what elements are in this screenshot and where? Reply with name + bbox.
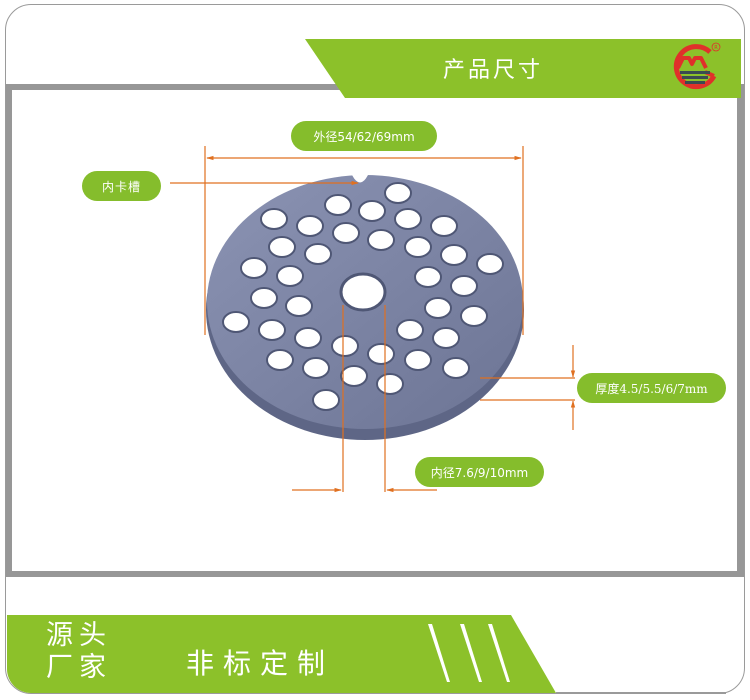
svg-text:R: R (714, 45, 718, 51)
outer-diameter-label: 外径54/62/69mm (291, 121, 437, 151)
thickness-label: 厚度4.5/5.5/6/7mm (577, 373, 726, 403)
inner-slot-label: 内卡槽 (82, 171, 161, 201)
brand-logo-icon: R (673, 42, 721, 90)
footer-brand: 源头 厂家 (46, 620, 112, 684)
footer-tagline: 非标定制 (186, 647, 335, 680)
slash-icon (428, 624, 510, 682)
inner-diameter-label: 内径7.6/9/10mm (415, 457, 544, 487)
header-banner (305, 39, 741, 98)
footer-brand-line2: 厂家 (46, 652, 112, 683)
page-title: 产品尺寸 (443, 58, 544, 83)
footer-divider (556, 692, 726, 694)
footer-brand-line1: 源头 (46, 620, 112, 651)
